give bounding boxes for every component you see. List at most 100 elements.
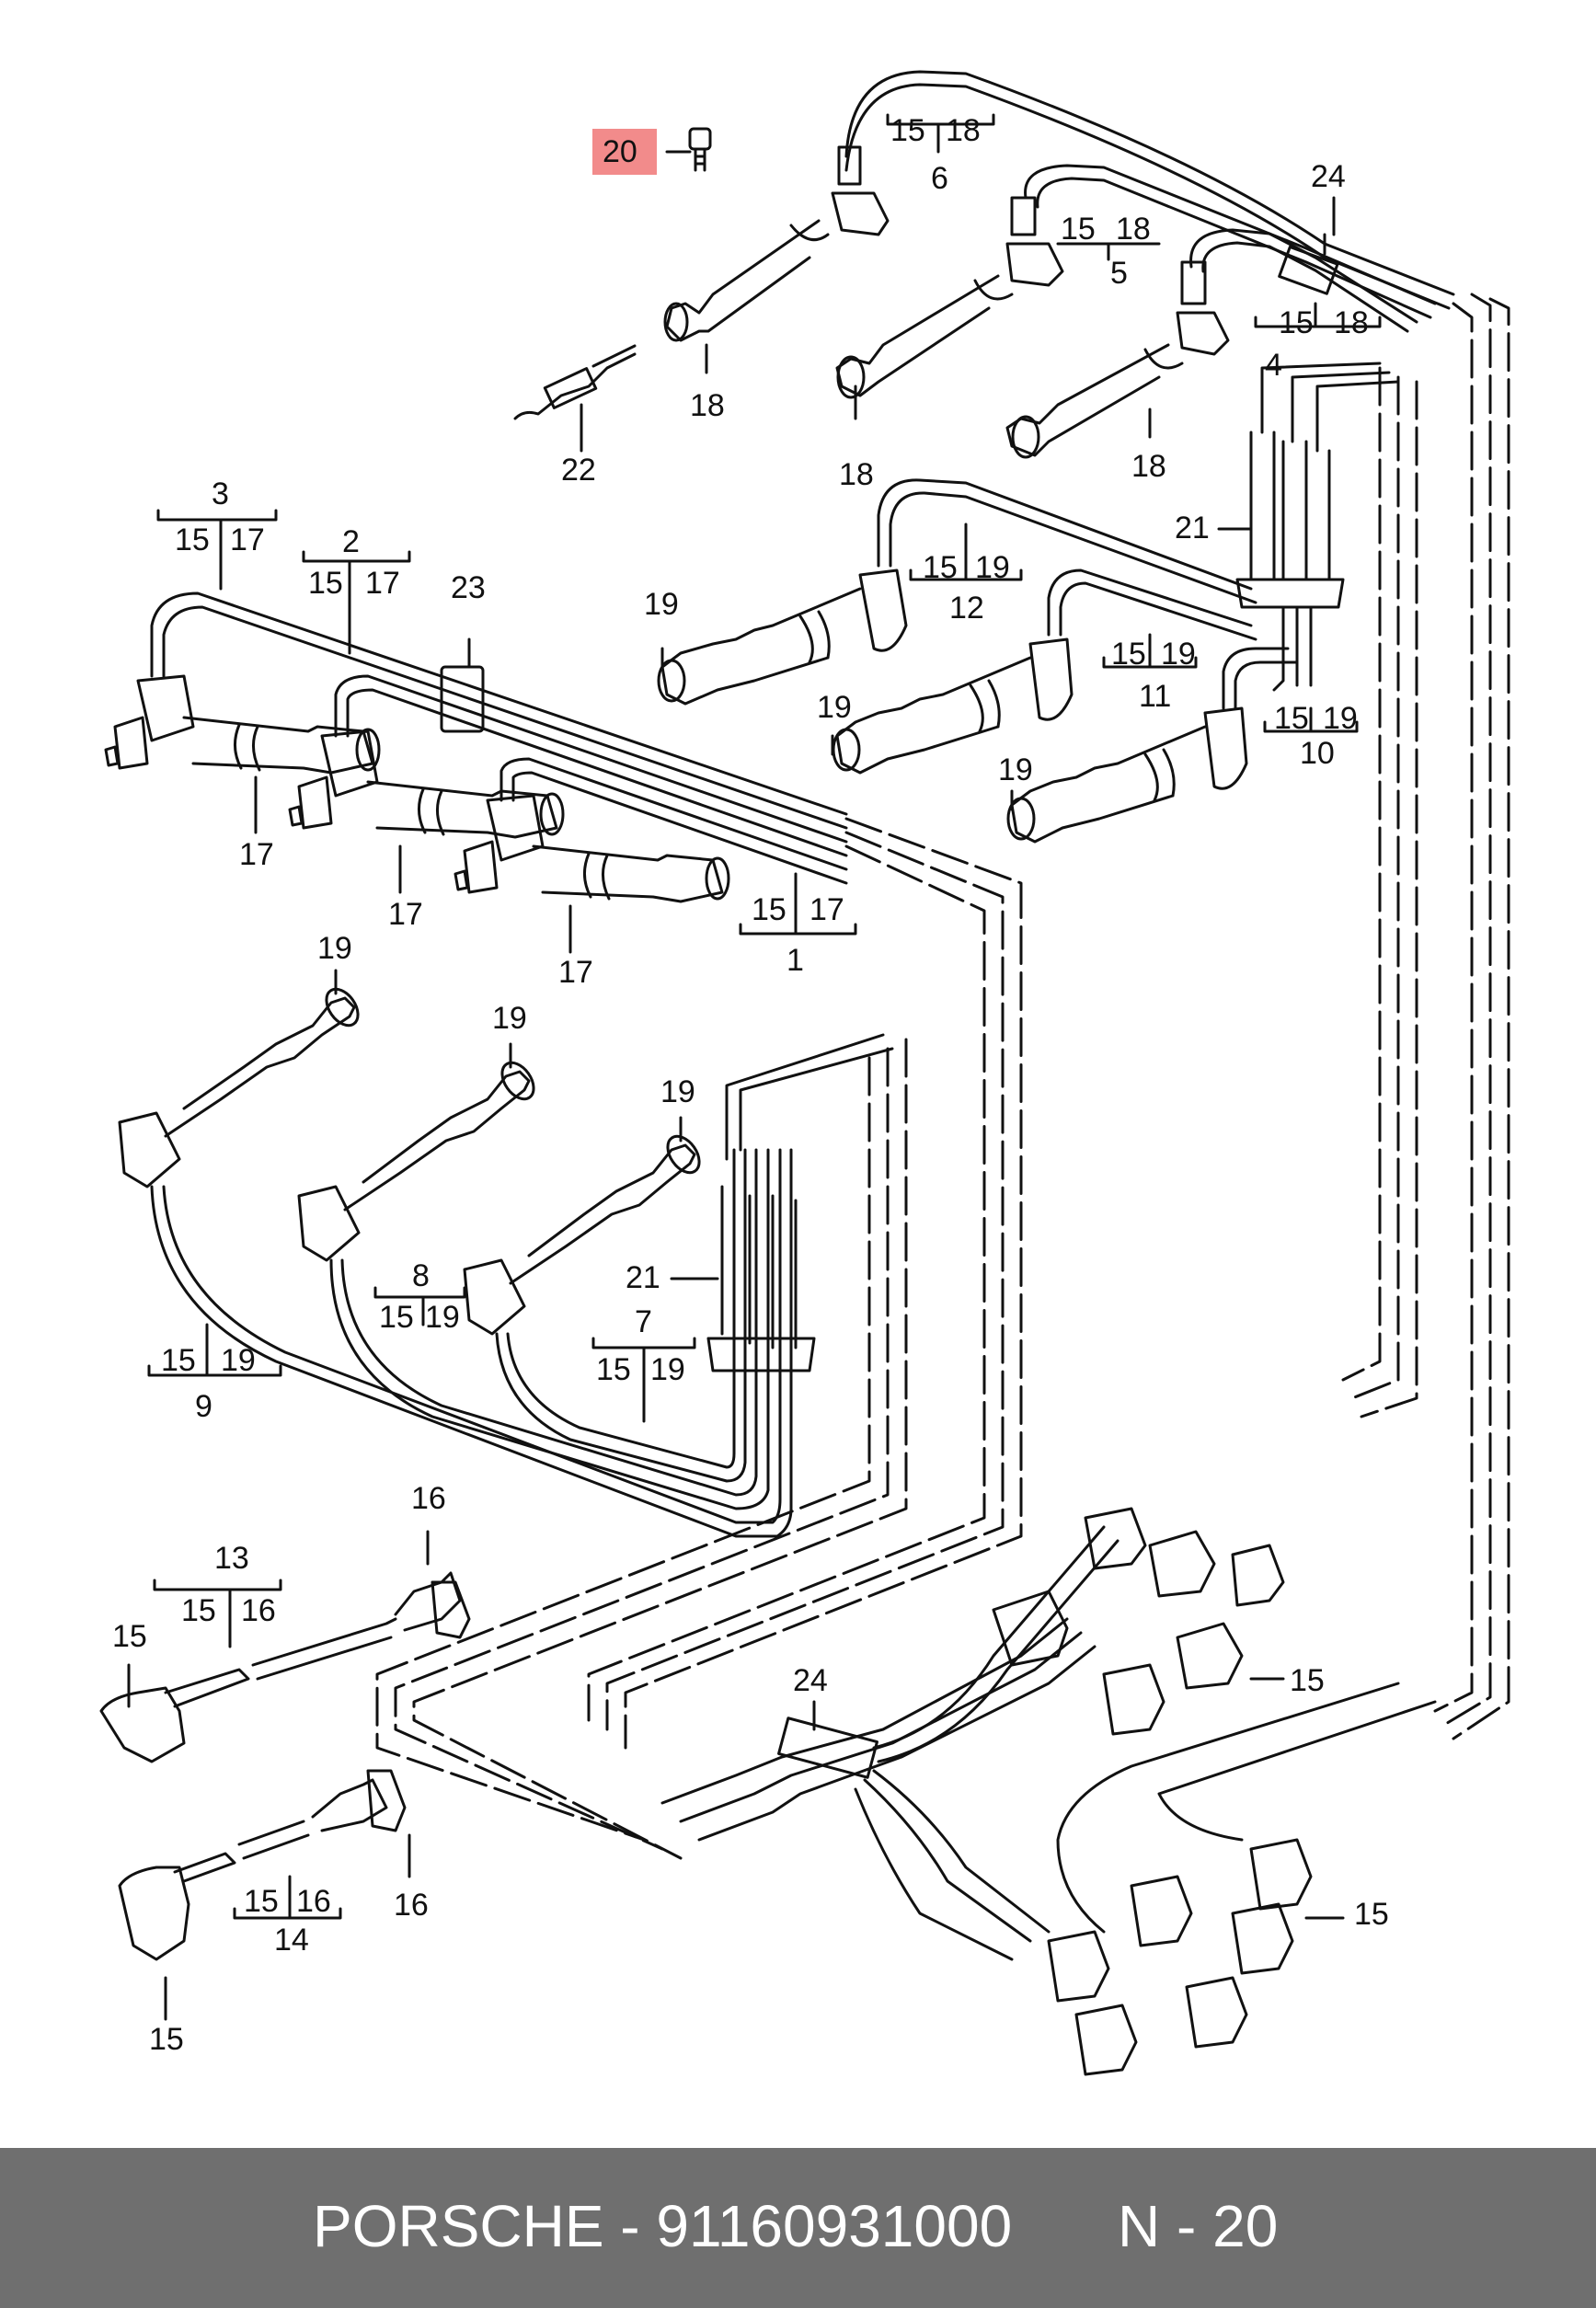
callout-23: 23 (451, 570, 486, 605)
callout-3: 3 (212, 477, 229, 511)
callout-8: 8 (412, 1258, 430, 1293)
callout-19-f: 19 (660, 1074, 695, 1109)
plug-connector-19-a (657, 568, 908, 706)
lower-center-bundle (660, 1525, 1119, 1961)
callout-9-right: 19 (221, 1343, 256, 1378)
callout-8-left: 15 (379, 1300, 414, 1335)
callout-11-left: 15 (1111, 637, 1146, 672)
callout-16-b: 16 (394, 1888, 429, 1923)
callout-13: 13 (214, 1541, 249, 1576)
callout-17-c: 17 (558, 955, 593, 990)
callout-11: 11 (1139, 679, 1171, 714)
callout-9-left: 15 (161, 1343, 196, 1378)
callout-13-left: 15 (181, 1593, 216, 1628)
plug-connector-19-e (297, 1061, 535, 1262)
callout-15-c: 15 (1354, 1897, 1389, 1932)
callout-16-a: 16 (411, 1481, 446, 1516)
callout-15-a: 15 (112, 1619, 147, 1654)
callout-7: 7 (635, 1304, 652, 1339)
callout-5-right: 18 (1116, 212, 1151, 247)
callout-labels: 20 6 15 18 24 5 15 18 4 15 18 18 18 18 2… (112, 113, 1389, 2057)
callout-19-a: 19 (644, 587, 679, 622)
callout-12-left: 15 (923, 550, 958, 585)
callout-1: 1 (787, 943, 804, 978)
callout-10-right: 19 (1323, 701, 1358, 736)
plug-connector-19-b (832, 637, 1074, 775)
cable-14 (118, 1769, 407, 1961)
callout-24-lower: 24 (793, 1663, 828, 1698)
callout-10-left: 15 (1274, 701, 1309, 736)
spark-plug-connector-18-b (835, 196, 1064, 399)
callout-17-a: 17 (239, 837, 274, 872)
cable-13 (99, 1571, 471, 1763)
callout-2: 2 (342, 524, 360, 559)
callout-22: 22 (561, 453, 596, 488)
callout-12: 12 (949, 591, 984, 626)
callout-6-right: 18 (946, 113, 981, 148)
callout-19-d: 19 (317, 931, 352, 966)
grommet-21-left (706, 1185, 816, 1372)
callout-18-b: 18 (839, 457, 874, 492)
callout-19-b: 19 (817, 690, 852, 725)
callout-21-upper: 21 (1175, 511, 1210, 545)
callout-4-right: 18 (1334, 305, 1369, 340)
callout-19-e: 19 (492, 1001, 527, 1036)
callout-13-right: 16 (241, 1593, 276, 1628)
callout-14-right: 16 (296, 1884, 331, 1919)
upper-right-cable-bundle (844, 70, 1455, 333)
callout-15-d: 15 (149, 2022, 184, 2057)
grommet-21-right (1235, 362, 1400, 609)
callout-9: 9 (195, 1389, 212, 1424)
callout-12-right: 19 (975, 550, 1010, 585)
callout-1-right: 17 (809, 892, 844, 927)
callout-5-left: 15 (1061, 212, 1096, 247)
cables-1-2-3 (150, 591, 848, 885)
callout-leader-lines (127, 113, 1382, 2021)
callout-24-upper: 24 (1311, 159, 1346, 194)
callout-18-c: 18 (1131, 449, 1166, 484)
callout-11-right: 19 (1161, 637, 1196, 672)
callout-14: 14 (274, 1923, 309, 1958)
left-dashed-runs (375, 817, 1023, 1860)
right-dashed-runs (1341, 293, 1510, 1740)
callout-5: 5 (1110, 256, 1128, 291)
connector-15-cluster-a (992, 1507, 1285, 1736)
callout-8-right: 19 (425, 1300, 460, 1335)
spark-plug-connector-18-a (663, 145, 890, 342)
callout-21-lower: 21 (626, 1260, 660, 1295)
cables-7-8-9 (150, 1033, 894, 1538)
highlight-box (592, 129, 657, 175)
callout-19-c: 19 (998, 752, 1033, 787)
callout-10: 10 (1300, 736, 1335, 771)
callout-18-a: 18 (690, 388, 725, 423)
callout-15-b: 15 (1290, 1663, 1325, 1698)
callout-1-left: 15 (752, 892, 787, 927)
callout-2-right: 17 (365, 566, 400, 601)
brand-part-number: PORSCHE - 91160931000 (313, 2193, 1013, 2259)
callout-17-b: 17 (388, 897, 423, 932)
callout-7-right: 19 (650, 1352, 685, 1387)
plug-connector-19-c (1006, 706, 1248, 844)
small-bolt-20 (688, 127, 712, 172)
callout-14-left: 15 (244, 1884, 279, 1919)
callout-6-left: 15 (890, 113, 925, 148)
callout-7-left: 15 (596, 1352, 631, 1387)
callout-4: 4 (1265, 348, 1282, 383)
cables-10-11-12 (877, 478, 1313, 710)
callout-3-right: 17 (230, 522, 265, 557)
spark-plug-connector-18-c (1005, 260, 1230, 459)
connector-15-cluster-b (1047, 1682, 1437, 2076)
ignition-connector-17-b (288, 729, 565, 839)
plug-connector-19-d (118, 987, 360, 1188)
callout-4-left: 15 (1279, 305, 1314, 340)
callout-20: 20 (603, 134, 637, 169)
callout-3-left: 15 (175, 522, 210, 557)
callout-2-left: 15 (308, 566, 343, 601)
footer-bar: PORSCHE - 91160931000 N - 20 (0, 2148, 1596, 2308)
callout-6: 6 (931, 161, 948, 196)
page-reference: N - 20 (1118, 2193, 1279, 2259)
ignition-connector-17-a (104, 674, 381, 775)
parts-diagram: 20 6 15 18 24 5 15 18 4 15 18 18 18 18 2… (99, 70, 1510, 2076)
ignition-connector-17-c (454, 794, 730, 903)
sensor-22 (513, 344, 637, 453)
